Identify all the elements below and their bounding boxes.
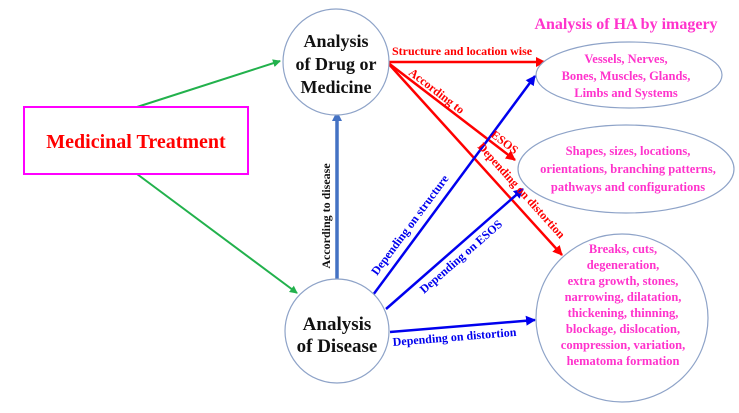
distortion-outcome-line-6: blockage, dislocation, xyxy=(566,322,680,336)
disease-analysis-node: Analysis of Disease xyxy=(284,278,390,384)
label-according-to: According to xyxy=(406,65,467,116)
distortion-outcome-line-5: thickening, thinning, xyxy=(568,306,679,320)
arrow-disease-esos xyxy=(385,188,524,310)
arrow-drug-esos xyxy=(386,61,516,161)
esos-outcome-line-2: orientations, branching patterns, xyxy=(540,162,716,176)
distortion-outcome-line-2: degeneration, xyxy=(587,258,660,272)
label-depending-on-esos: Depending on ESOS xyxy=(417,217,505,296)
structure-outcome-line-3: Limbs and Systems xyxy=(574,86,678,100)
medicinal-treatment-node: Medicinal Treatment xyxy=(23,106,249,175)
disease-node-line-1: Analysis xyxy=(303,314,372,335)
esos-outcome-line-3: pathways and configurations xyxy=(551,180,705,194)
distortion-outcome-line-8: hematoma formation xyxy=(567,354,680,368)
drug-node-line-2: of Drug or xyxy=(296,54,377,74)
label-disease-depending-on-distortion: Depending on distortion xyxy=(392,325,517,349)
imagery-title: Analysis of HA by imagery xyxy=(534,16,717,33)
label-according-to-disease: According to disease xyxy=(319,163,333,269)
disease-node-line-2: of Disease xyxy=(297,336,378,357)
distortion-outcome-line-7: compression, variation, xyxy=(561,338,685,352)
structure-outcome-line-2: Bones, Muscles, Glands, xyxy=(562,69,691,83)
arrow-treatment-to-drug xyxy=(136,59,281,108)
esos-outcome-node: Shapes, sizes, locations, orientations, … xyxy=(517,124,735,214)
medicinal-treatment-label: Medicinal Treatment xyxy=(46,131,226,153)
distortion-outcome-line-4: narrowing, dilatation, xyxy=(565,290,682,304)
drug-analysis-node: Analysis of Drug or Medicine xyxy=(282,8,390,116)
arrow-disease-structure xyxy=(371,75,537,296)
label-structure-location-wise: Structure and location wise xyxy=(392,44,533,58)
arrow-treatment-to-disease xyxy=(136,173,298,294)
distortion-outcome-line-3: extra growth, stones, xyxy=(568,274,679,288)
esos-outcome-line-1: Shapes, sizes, locations, xyxy=(566,144,691,158)
structure-outcome-line-1: Vessels, Nerves, xyxy=(584,52,667,66)
distortion-outcome-node: Breaks, cuts, degeneration, extra growth… xyxy=(535,233,709,403)
distortion-outcome-line-1: Breaks, cuts, xyxy=(589,242,657,256)
structure-outcome-node: Vessels, Nerves, Bones, Muscles, Glands,… xyxy=(535,41,723,109)
drug-node-line-3: Medicine xyxy=(301,77,372,97)
drug-node-line-1: Analysis xyxy=(303,31,368,51)
arrow-disease-distortion xyxy=(389,315,536,334)
